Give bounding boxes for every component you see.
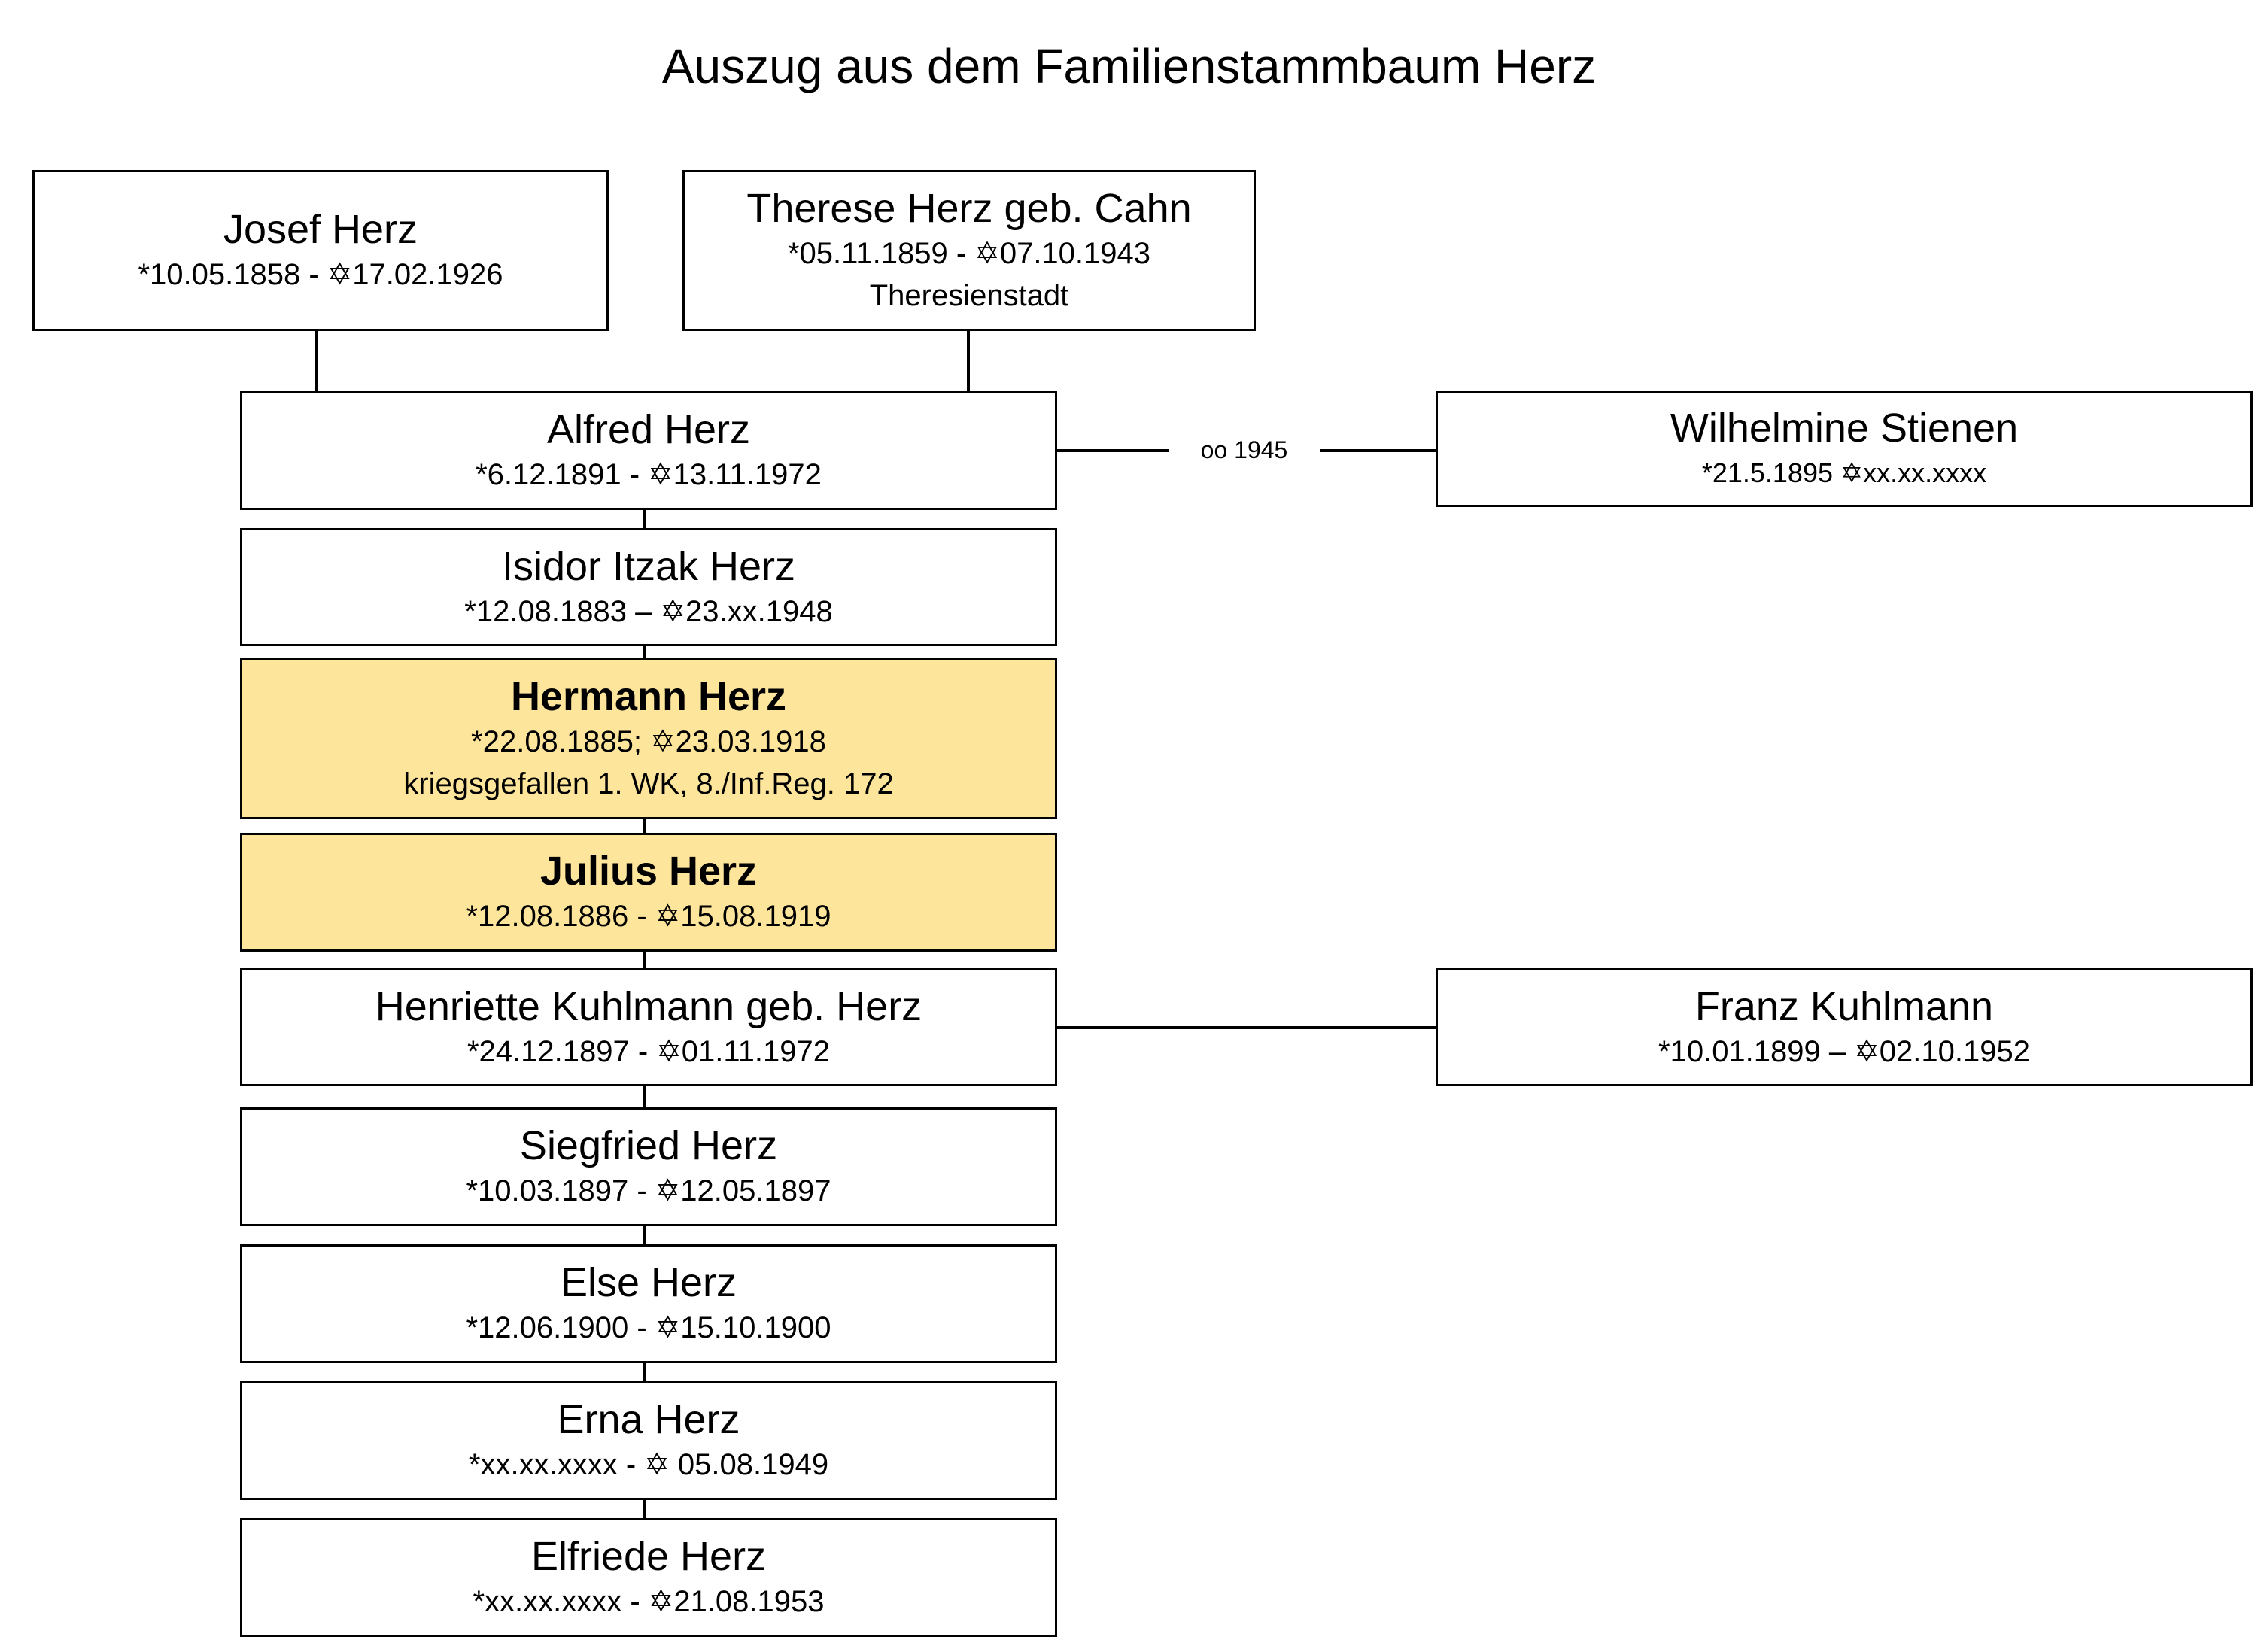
person-dates: *24.12.1897 - ✡01.11.1972 bbox=[466, 1034, 831, 1068]
person-name: Wilhelmine Stienen bbox=[1670, 405, 2019, 451]
person-name: Siegfried Herz bbox=[519, 1123, 778, 1168]
person-box-hermann: Hermann Herz *22.08.1885; ✡23.03.1918 kr… bbox=[240, 658, 1057, 819]
person-box-siegfried: Siegfried Herz *10.03.1897 - ✡12.05.1897 bbox=[240, 1107, 1057, 1226]
person-box-wilhelmine: Wilhelmine Stienen *21.5.1895 ✡xx.xx.xxx… bbox=[1436, 391, 2253, 507]
person-dates: *21.5.1895 ✡xx.xx.xxxx bbox=[1701, 457, 1987, 488]
person-dates: *12.08.1886 - ✡15.08.1919 bbox=[466, 900, 831, 933]
connector-mother bbox=[967, 331, 970, 391]
diagram-title: Auszug aus dem Familienstammbaum Herz bbox=[661, 39, 1597, 93]
person-box-franz: Franz Kuhlmann *10.01.1899 – ✡02.10.1952 bbox=[1436, 968, 2253, 1086]
person-dates: *12.06.1900 - ✡15.10.1900 bbox=[466, 1311, 831, 1344]
person-dates: *10.05.1858 - ✡17.02.1926 bbox=[138, 258, 503, 291]
marriage-line-kuhlmann bbox=[1056, 1026, 1436, 1029]
person-name: Franz Kuhlmann bbox=[1694, 983, 1994, 1029]
person-name: Henriette Kuhlmann geb. Herz bbox=[375, 983, 922, 1029]
person-dates: *12.08.1883 – ✡23.xx.1948 bbox=[464, 594, 833, 628]
person-note: Theresienstadt bbox=[869, 279, 1069, 312]
person-box-isidor: Isidor Itzak Herz *12.08.1883 – ✡23.xx.1… bbox=[240, 528, 1057, 646]
person-dates: *10.03.1897 - ✡12.05.1897 bbox=[466, 1174, 831, 1207]
person-note: kriegsgefallen 1. WK, 8./Inf.Reg. 172 bbox=[403, 767, 894, 800]
person-name: Hermann Herz bbox=[510, 674, 787, 719]
person-box-julius: Julius Herz *12.08.1886 - ✡15.08.1919 bbox=[240, 833, 1057, 952]
person-box-josef: Josef Herz *10.05.1858 - ✡17.02.1926 bbox=[32, 170, 609, 331]
marriage-line-right bbox=[1320, 449, 1436, 452]
person-name: Erna Herz bbox=[557, 1397, 740, 1442]
person-name: Else Herz bbox=[560, 1260, 737, 1305]
person-box-henriette: Henriette Kuhlmann geb. Herz *24.12.1897… bbox=[240, 968, 1057, 1086]
person-name: Julius Herz bbox=[539, 849, 758, 894]
person-box-therese: Therese Herz geb. Cahn *05.11.1859 - ✡07… bbox=[682, 170, 1256, 331]
person-box-erna: Erna Herz *xx.xx.xxxx - ✡ 05.08.1949 bbox=[240, 1381, 1057, 1500]
marriage-line-left bbox=[1056, 449, 1169, 452]
person-name: Elfriede Herz bbox=[530, 1534, 767, 1579]
person-dates: *xx.xx.xxxx - ✡ 05.08.1949 bbox=[468, 1448, 829, 1481]
person-dates: *05.11.1859 - ✡07.10.1943 bbox=[787, 237, 1151, 270]
person-name: Therese Herz geb. Cahn bbox=[746, 186, 1192, 231]
person-box-alfred: Alfred Herz *6.12.1891 - ✡13.11.1972 bbox=[240, 391, 1057, 510]
person-dates: *10.01.1899 – ✡02.10.1952 bbox=[1658, 1034, 2030, 1068]
person-dates: *22.08.1885; ✡23.03.1918 bbox=[471, 725, 826, 758]
person-dates: *6.12.1891 - ✡13.11.1972 bbox=[476, 458, 822, 491]
person-name: Alfred Herz bbox=[546, 407, 751, 452]
person-name: Josef Herz bbox=[223, 207, 418, 252]
person-name: Isidor Itzak Herz bbox=[501, 543, 796, 589]
marriage-label: oo 1945 bbox=[1200, 436, 1288, 463]
person-box-elfriede: Elfriede Herz *xx.xx.xxxx - ✡21.08.1953 bbox=[240, 1518, 1057, 1637]
person-dates: *xx.xx.xxxx - ✡21.08.1953 bbox=[473, 1585, 825, 1618]
connector-father bbox=[315, 331, 318, 391]
person-box-else: Else Herz *12.06.1900 - ✡15.10.1900 bbox=[240, 1244, 1057, 1363]
